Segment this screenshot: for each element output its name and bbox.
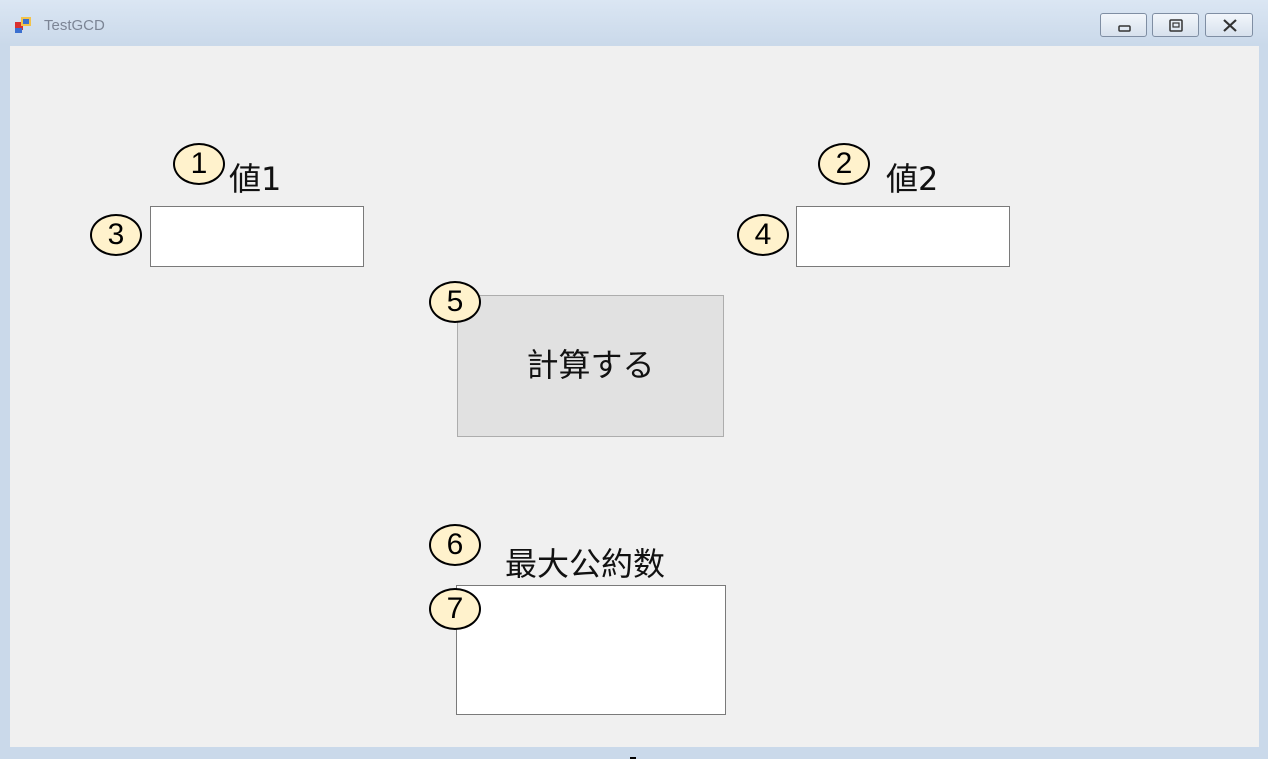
calculate-button[interactable]: 計算する bbox=[457, 295, 724, 437]
value1-input[interactable] bbox=[150, 206, 364, 267]
callout-marker-4: 4 bbox=[737, 214, 789, 256]
maximize-icon bbox=[1169, 19, 1183, 32]
callout-marker-2: 2 bbox=[818, 143, 870, 185]
close-icon bbox=[1223, 19, 1237, 32]
gcd-output[interactable] bbox=[456, 585, 726, 715]
callout-marker-3: 3 bbox=[90, 214, 142, 256]
mouse-cursor bbox=[630, 757, 636, 759]
callout-marker-6: 6 bbox=[429, 524, 481, 566]
maximize-button[interactable] bbox=[1152, 13, 1199, 37]
close-button[interactable] bbox=[1205, 13, 1253, 37]
title-bar[interactable]: TestGCD bbox=[0, 0, 1268, 46]
minimize-icon bbox=[1118, 25, 1131, 32]
callout-marker-5: 5 bbox=[429, 281, 481, 323]
value2-label: 値2 bbox=[886, 160, 939, 198]
value1-label: 値1 bbox=[229, 160, 282, 198]
minimize-button[interactable] bbox=[1100, 13, 1147, 37]
value2-input[interactable] bbox=[796, 206, 1010, 267]
callout-marker-1: 1 bbox=[173, 143, 225, 185]
app-icon bbox=[14, 16, 32, 34]
gcd-label: 最大公約数 bbox=[505, 545, 666, 583]
window-title: TestGCD bbox=[44, 17, 105, 34]
callout-marker-7: 7 bbox=[429, 588, 481, 630]
